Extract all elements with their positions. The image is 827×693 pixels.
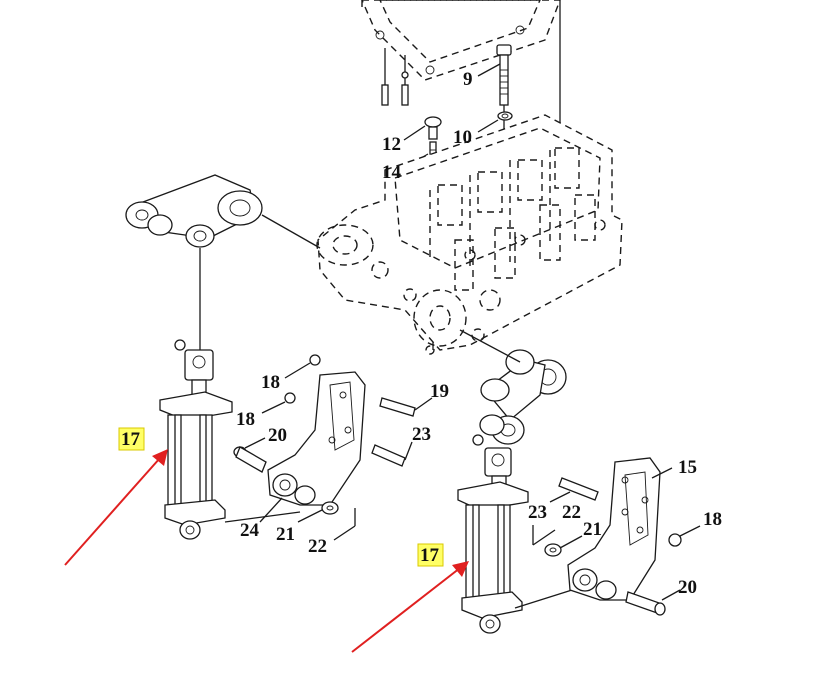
red-arrow-right: [351, 561, 469, 653]
callout-10: 10: [453, 127, 472, 148]
callout-17-right: 17: [420, 545, 440, 566]
right-bracket-15: [567, 457, 673, 601]
callout-23-left: 23: [412, 424, 431, 445]
highlight-17-left: [118, 427, 145, 451]
callout-12: 12: [382, 134, 401, 155]
callout-21-right: 21: [583, 519, 602, 540]
callout-20-right: 20: [678, 577, 697, 598]
callout-17-left: 17: [121, 429, 141, 450]
callout-9: 9: [463, 69, 473, 90]
callout-20-left: 20: [268, 425, 287, 446]
callout-19: 19: [430, 381, 449, 402]
left-cylinder-17: [159, 339, 233, 540]
left-hardware: [224, 354, 433, 541]
callout-18-right: 18: [703, 509, 722, 530]
callout-22-right: 22: [562, 502, 581, 523]
washer-10: [477, 111, 513, 133]
left-bracket-24: [259, 371, 366, 523]
callout-18-top: 18: [261, 372, 280, 393]
callout-22-left: 22: [308, 536, 327, 557]
callout-18-mid: 18: [236, 409, 255, 430]
highlight-17-right: [417, 543, 444, 567]
callout-24: 24: [240, 520, 260, 541]
callout-21-left: 21: [276, 524, 295, 545]
cover-bolts: [381, 48, 409, 106]
callout-23-right: 23: [528, 502, 547, 523]
left-lift-arm: [125, 174, 321, 360]
callout-15: 15: [678, 457, 697, 478]
right-hardware: [532, 477, 701, 616]
lift-housing: [316, 114, 623, 355]
right-cylinder-17: [457, 434, 573, 634]
red-arrow-left: [64, 449, 168, 566]
callout-14: 14: [382, 162, 402, 183]
right-lift-arm: [459, 329, 567, 445]
